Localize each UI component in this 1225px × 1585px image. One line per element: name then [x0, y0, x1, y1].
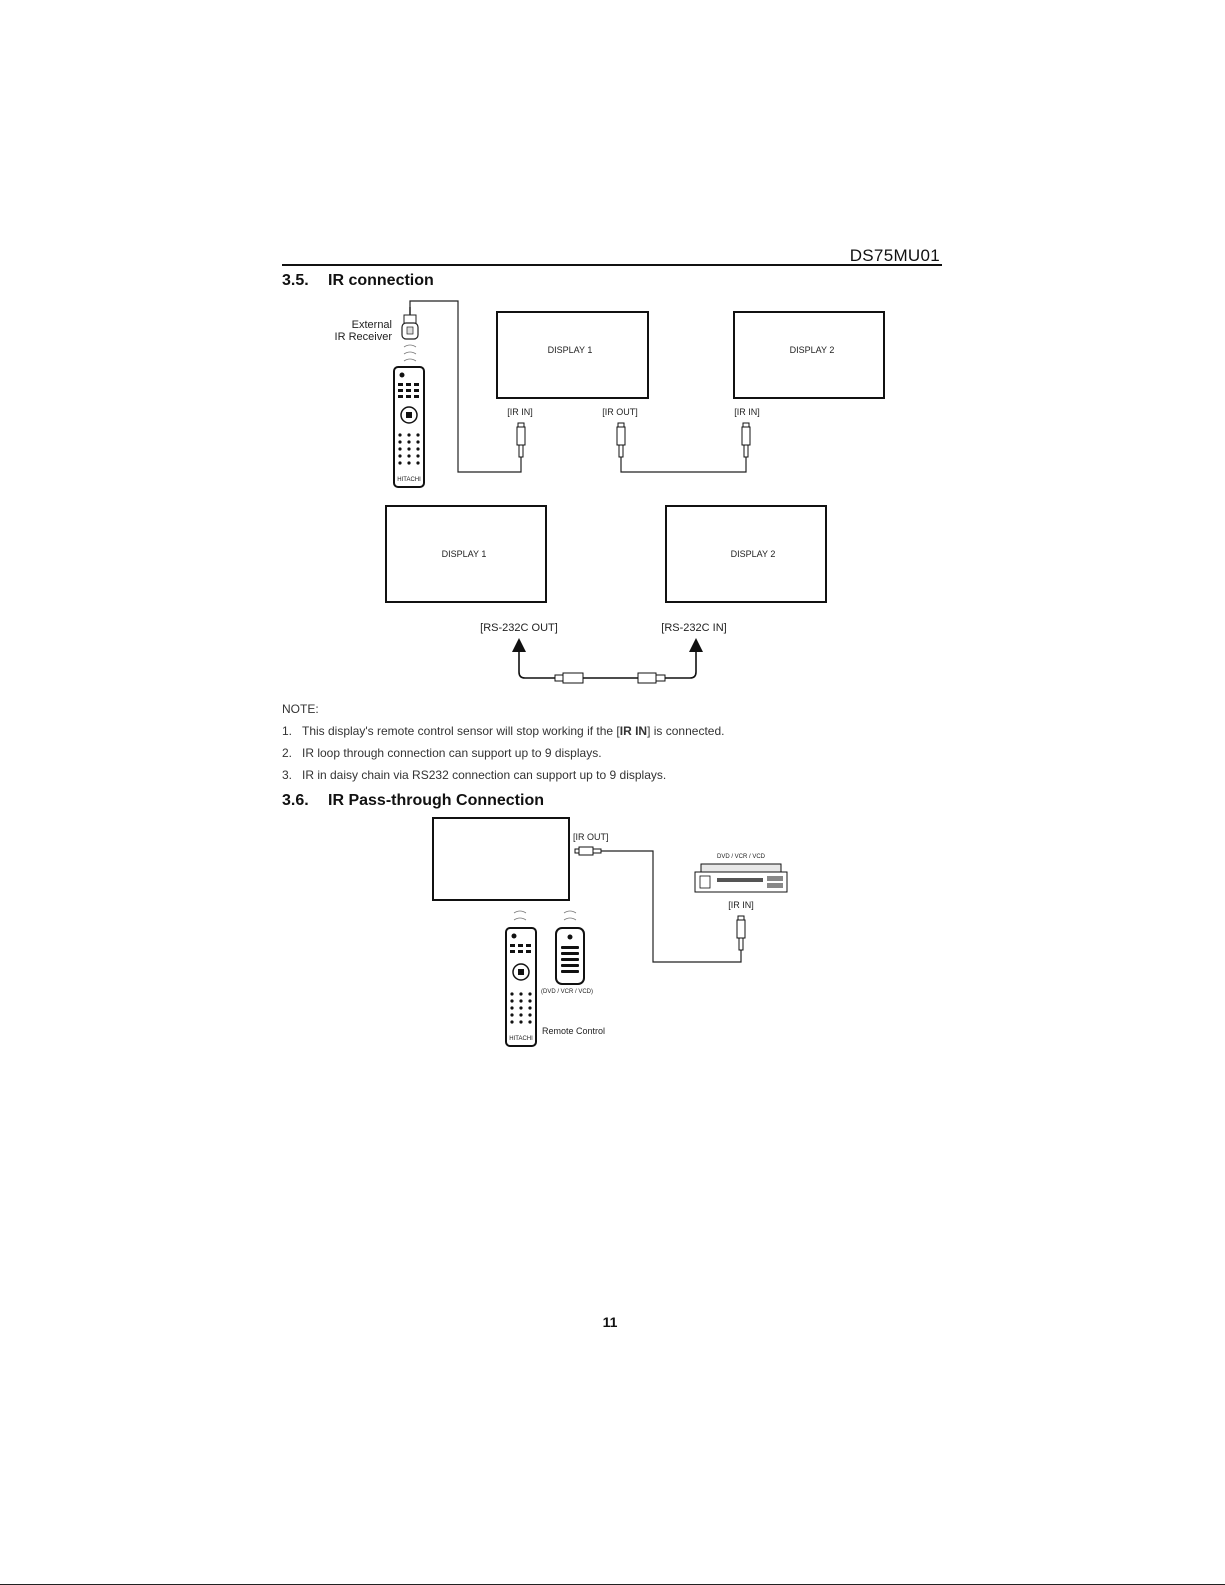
ir-loop-diagram: External IR Receiver HITACHI DI [335, 300, 885, 488]
ir-out-label-1: [IR OUT] [602, 407, 638, 417]
note-heading: NOTE: [282, 702, 319, 716]
rs232-diagram: DISPLAY 1 DISPLAY 2 [RS-232C OUT] [RS-23… [385, 505, 827, 684]
section-title-3-6: 3.6. IR Pass-through Connection [282, 792, 544, 810]
note-text: IR in daisy chain via RS232 connection c… [302, 768, 667, 782]
section-number: 3.6. [282, 792, 309, 809]
cable-connector-icon [554, 672, 666, 684]
rs232-out-label: [RS-232C OUT] [480, 622, 558, 634]
display-screen [432, 817, 570, 901]
remote-control-icon: HITACHI [393, 366, 425, 488]
dvd-player-icon [694, 863, 788, 893]
display-1-label: DISPLAY 1 [442, 549, 487, 559]
note-text: ] is connected. [647, 724, 725, 738]
display-1-label: DISPLAY 1 [548, 345, 593, 355]
section-title-text: IR connection [328, 272, 434, 289]
model-number: DS75MU01 [849, 246, 940, 265]
ir-pass-through-diagram: [IR OUT] DVD / VCR / VCD [IR IN] [432, 817, 788, 1047]
note-text: This display's remote control sensor wil… [302, 724, 620, 738]
display-2 [665, 505, 827, 603]
note-item-1: 1. This display's remote control sensor w… [282, 724, 724, 738]
jack-icon [516, 422, 751, 458]
section-title-text: IR Pass-through Connection [328, 792, 544, 809]
page-number: 11 [602, 1314, 618, 1330]
note-item-2: 2. IR loop through connection can support… [282, 746, 602, 760]
note-index: 3. [282, 768, 293, 782]
note-text: IR loop through connection can support u… [302, 746, 602, 760]
external-receiver-icon [401, 307, 419, 340]
display-2-label: DISPLAY 2 [731, 549, 776, 559]
remote-control-icon: HITACHI [505, 927, 537, 1047]
small-remote-label: (DVD / VCR / VCD) [541, 989, 593, 995]
ir-in-label-1: [IR IN] [507, 407, 533, 417]
ir-in-label: [IR IN] [728, 900, 754, 910]
rs232-in-label: [RS-232C IN] [661, 622, 726, 634]
note-item-3: 3. IR in daisy chain via RS232 connection… [282, 768, 666, 782]
ir-signal-icon [513, 910, 577, 921]
jack-icon [574, 846, 602, 856]
remote-control-label: Remote Control [542, 1026, 605, 1036]
ir-in-label-2: [IR IN] [734, 407, 760, 417]
note-index: 2. [282, 746, 293, 760]
section-number: 3.5. [282, 272, 309, 289]
display-2 [733, 311, 885, 399]
external-receiver-label-2: IR Receiver [335, 331, 393, 343]
ir-out-label: [IR OUT] [573, 832, 609, 842]
note-index: 1. [282, 724, 293, 738]
jack-icon [736, 915, 746, 951]
remote-brand: HITACHI [397, 477, 421, 483]
header-rule [282, 264, 942, 266]
display-1 [496, 311, 649, 399]
device-label: DVD / VCR / VCD [717, 854, 766, 860]
arrow-up-icon [512, 638, 703, 652]
remote-brand: HITACHI [509, 1036, 533, 1042]
note-bold: IR IN [619, 724, 648, 738]
external-receiver-label-1: External [352, 319, 392, 331]
section-title-3-5: 3.5. IR connection [282, 272, 434, 290]
display-1 [385, 505, 547, 603]
small-remote-icon [555, 927, 585, 985]
display-2-label: DISPLAY 2 [790, 345, 835, 355]
ir-signal-icon [403, 344, 417, 362]
